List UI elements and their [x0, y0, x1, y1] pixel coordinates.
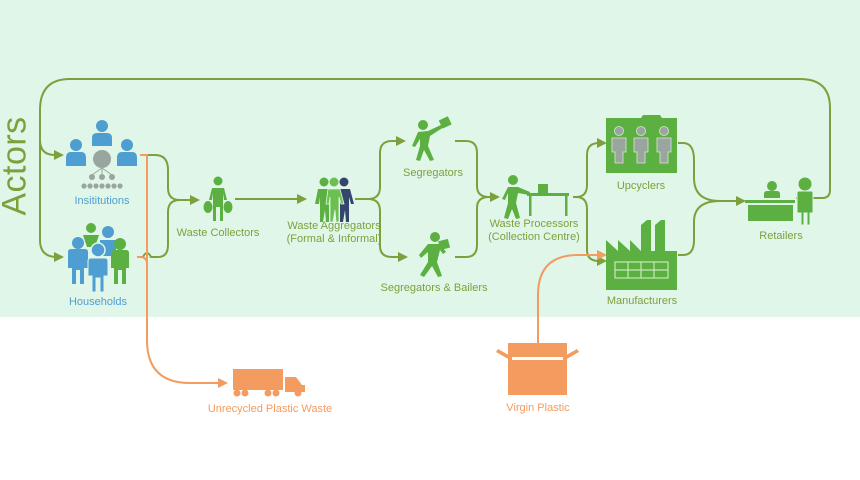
manufacturers-label: Manufacturers — [606, 295, 678, 307]
flow-households-to-unrecycled — [137, 256, 148, 265]
waste-aggregators-sublabel: (Formal & Informal) — [286, 233, 382, 245]
flow-processors-to-manufacturers — [575, 196, 607, 266]
open-box-icon — [496, 343, 579, 395]
upcyclers-label: Upcyclers — [616, 180, 666, 192]
shop-counter-icon — [745, 177, 814, 226]
waste-collectors-label: Waste Collectors — [176, 227, 260, 239]
waste-processors-sublabel: (Collection Centre) — [488, 231, 580, 243]
collector-with-bags-icon — [203, 176, 233, 221]
person-carrying-box-icon — [419, 232, 451, 277]
flow-upcyclers-to-retailers — [678, 142, 746, 206]
flow-virgin-to-manufacturers — [537, 250, 607, 345]
flow-retailers-loop — [39, 78, 831, 262]
households-label: Households — [68, 296, 128, 308]
waste-aggregators-label: Waste Aggregators — [287, 220, 381, 232]
unrecycled-plastic-label: Unrecycled Plastic Waste — [207, 403, 333, 415]
upcycler-folder-icon — [606, 115, 677, 173]
truck-icon — [233, 369, 305, 397]
flow-institutions-to-collectors — [140, 154, 200, 205]
flow-aggregators-to-bailers — [367, 198, 408, 262]
flow-loop-to-institutions — [39, 139, 64, 160]
flow-households-to-collectors — [137, 199, 181, 258]
person-throwing-icon — [412, 116, 452, 161]
institution-people-icon — [66, 120, 137, 189]
actors-section-title: Actors — [0, 116, 34, 216]
virgin-plastic-label: Virgin Plastic — [506, 402, 570, 414]
flow-institutions-to-unrecycled — [140, 154, 228, 388]
flow-segregators-to-processors — [455, 140, 500, 202]
group-people-icon — [315, 177, 354, 223]
segregators-label: Segregators — [403, 167, 463, 179]
flow-manufacturers-to-retailers — [678, 200, 721, 256]
family-icon — [68, 223, 129, 293]
flow-aggregators-to-segregators — [355, 136, 406, 200]
person-at-table-icon — [502, 175, 569, 219]
flow-bailers-to-processors — [455, 196, 490, 258]
retailers-label: Retailers — [759, 230, 803, 242]
institutions-label: Insititutions — [74, 195, 130, 207]
segregators-bailers-label: Segregators & Bailers — [380, 282, 488, 294]
factory-icon — [606, 220, 677, 290]
waste-processors-label: Waste Processors — [489, 218, 579, 230]
flow-processors-to-upcyclers — [573, 138, 607, 198]
